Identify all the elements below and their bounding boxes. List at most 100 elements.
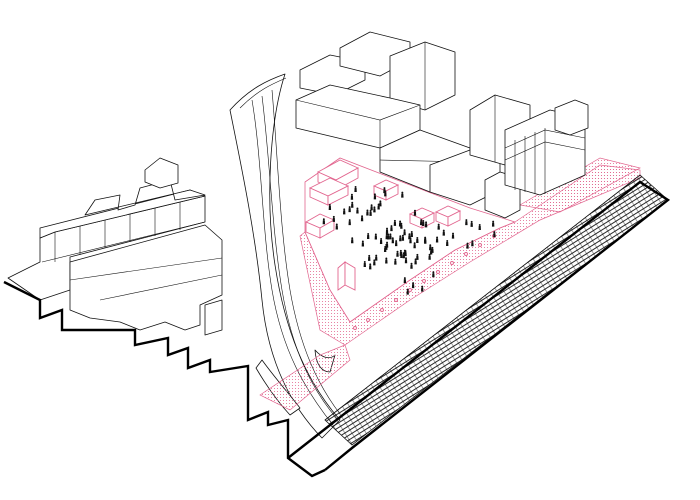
person-figure	[328, 204, 332, 211]
person-figure	[356, 207, 359, 214]
person-figure	[478, 223, 481, 230]
person-figure	[437, 223, 440, 230]
crowd	[322, 186, 496, 295]
person-figure	[354, 186, 357, 193]
west-urban-block	[7, 157, 223, 336]
person-figure	[332, 215, 336, 222]
person-figure	[424, 237, 427, 244]
person-figure	[351, 201, 354, 208]
person-figure	[377, 203, 380, 210]
person-figure	[465, 219, 468, 226]
person-figure	[432, 271, 435, 278]
person-figure	[363, 261, 366, 268]
west-terrace-block	[7, 195, 206, 301]
person-figure	[470, 220, 473, 227]
person-figure	[385, 227, 389, 234]
person-figure	[322, 218, 326, 225]
west-small-house	[144, 157, 179, 189]
person-figure	[366, 209, 369, 216]
west-roof-cluster	[84, 179, 206, 216]
west-low-block	[69, 224, 223, 331]
person-figure	[401, 234, 405, 241]
person-figure	[361, 240, 365, 247]
person-figure	[335, 223, 338, 230]
east-roof-frame	[554, 99, 589, 136]
person-figure	[493, 231, 496, 238]
stall-panel	[337, 261, 346, 291]
west-stair-block	[204, 299, 223, 336]
north-buildings	[295, 31, 589, 219]
north-block	[295, 84, 421, 149]
person-figure	[373, 206, 376, 213]
person-figure	[379, 238, 383, 245]
person-figure	[394, 258, 397, 265]
plaza-south-strip	[259, 344, 351, 411]
person-figure	[451, 232, 455, 239]
person-figure	[400, 252, 403, 259]
person-figure	[414, 258, 417, 265]
ground-section-line	[3, 280, 326, 478]
person-figure	[435, 236, 439, 243]
person-figure	[422, 219, 425, 226]
person-figure	[403, 277, 407, 284]
person-figure	[404, 257, 408, 264]
person-figure	[351, 237, 354, 244]
person-figure	[390, 225, 393, 232]
person-figure	[419, 219, 423, 226]
person-figure	[373, 193, 377, 200]
person-figure	[428, 253, 431, 260]
market-stalls	[304, 159, 462, 291]
river-embankment	[287, 174, 671, 471]
person-figure	[396, 250, 399, 257]
person-figure	[384, 190, 387, 197]
person-figure	[442, 229, 445, 236]
person-figure	[403, 229, 406, 236]
person-figure	[431, 246, 434, 253]
person-figure	[410, 262, 413, 269]
person-figure	[366, 232, 370, 239]
person-figure	[399, 235, 402, 242]
person-figure	[375, 254, 378, 261]
person-figure	[413, 242, 416, 249]
north-tower	[389, 41, 456, 111]
plaza-area	[259, 157, 641, 411]
person-figure	[379, 200, 382, 207]
person-figure	[491, 220, 495, 227]
person-figure	[402, 252, 405, 259]
person-figure	[369, 209, 372, 216]
person-figure	[421, 285, 424, 292]
person-figure	[369, 263, 372, 270]
person-figure	[391, 237, 395, 244]
person-figure	[387, 233, 390, 240]
person-figure	[401, 191, 404, 198]
person-figure	[385, 257, 388, 264]
person-figure	[385, 241, 389, 248]
person-figure	[368, 254, 371, 261]
person-figure	[348, 219, 351, 226]
person-figure	[350, 193, 354, 200]
person-figure	[446, 239, 449, 246]
person-figure	[416, 236, 419, 243]
person-figure	[348, 206, 351, 213]
person-figure	[360, 215, 364, 222]
person-figure	[411, 282, 415, 289]
person-figure	[424, 221, 428, 228]
person-figure	[410, 231, 413, 238]
person-figure	[393, 219, 397, 226]
person-figure	[370, 204, 373, 211]
person-figure	[416, 253, 419, 260]
person-figure	[471, 240, 474, 247]
person-figure	[429, 244, 432, 251]
person-figure	[409, 237, 412, 244]
person-figure	[374, 233, 378, 240]
person-figure	[398, 220, 402, 227]
person-figure	[373, 259, 376, 266]
person-figure	[389, 233, 392, 240]
person-figure	[413, 209, 417, 216]
person-figure	[394, 240, 398, 247]
person-figure	[466, 242, 469, 249]
person-figure	[406, 288, 409, 295]
person-figure	[343, 208, 346, 215]
